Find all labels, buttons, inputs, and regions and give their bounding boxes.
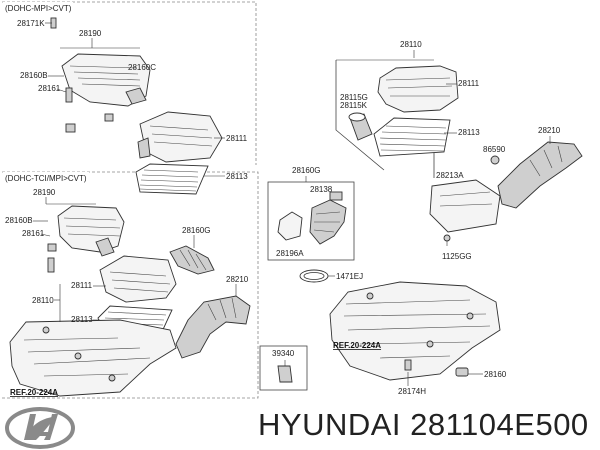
clip-28138 (329, 191, 343, 201)
filter-pleats-right (379, 125, 447, 152)
sensor-39340 (277, 365, 293, 383)
label-28161-top: 28161 (38, 84, 61, 93)
cover-ridge-mid (63, 217, 121, 237)
manifold-ribs-left (23, 337, 151, 377)
label-28115g: 28115G (340, 93, 368, 102)
label-28160b-mid: 28160B (5, 216, 33, 225)
label-39340: 39340 (272, 349, 295, 358)
sensor-28161-top (65, 87, 73, 103)
brand-part-number: HYUNDAI 281104E500 (258, 407, 589, 442)
pipe-28115-mouth (348, 112, 366, 122)
label-28160-right: 28160 (484, 370, 507, 379)
label-28174h: 28174H (398, 387, 426, 396)
label-28160c: 28160C (128, 63, 156, 72)
bolt-c-right (466, 312, 474, 320)
resonator-28213a (429, 179, 501, 233)
air-cleaner-cover-28190-mid (57, 205, 125, 253)
label-1471ej: 1471EJ (336, 272, 363, 281)
bolt-86590 (490, 155, 500, 165)
section-box-mid (2, 171, 259, 399)
hose-28160g-mid (169, 245, 215, 275)
label-1125gg: 1125GG (442, 252, 472, 261)
label-28110-right: 28110 (400, 40, 422, 49)
bolt-c-left (108, 374, 116, 382)
bolt-a-right (366, 292, 374, 300)
leader-28161-top (56, 88, 67, 93)
label-28115k: 28115K (340, 101, 368, 110)
air-cleaner-cover-28111-right (377, 65, 459, 113)
label-28160g-right: 28160G (292, 166, 320, 175)
label-28110-mid: 28110 (32, 296, 54, 305)
bolt-b-right (426, 340, 434, 348)
air-cleaner-body-28111-top (139, 111, 223, 163)
label-28213a: 28213A (436, 171, 464, 180)
body-ridge-mid (109, 271, 171, 293)
bolt-b-left (74, 352, 82, 360)
intake-duct-28210-mid (175, 295, 251, 359)
label-28210-mid: 28210 (226, 275, 249, 284)
intake-manifold-right (329, 281, 501, 381)
clip-28174h (404, 359, 412, 371)
duct-ribs-mid (207, 297, 237, 321)
label-28160b-top: 28160B (20, 71, 48, 80)
body-nozzle-top (137, 137, 151, 159)
section-box-top (2, 1, 257, 165)
ref-label-left: REF.20-224A (10, 388, 58, 397)
bolt-a-left (42, 326, 50, 334)
label-86590: 86590 (483, 145, 506, 154)
leader-28161-mid (40, 233, 51, 237)
grommet-28160-right (455, 367, 469, 377)
manifold-ribs-right (343, 299, 491, 359)
label-28210-right: 28210 (538, 126, 561, 135)
sensor-28161-mid (47, 257, 55, 273)
label-28160g-mid: 28160G (182, 226, 210, 235)
nozzle-mid (95, 237, 115, 257)
hose-ribs-mid (179, 249, 207, 271)
label-28111-top: 28111 (226, 134, 248, 143)
duct-28160c (125, 87, 147, 105)
label-28138: 28138 (310, 185, 333, 194)
intake-duct-28210-right (497, 141, 583, 209)
label-28190-mid: 28190 (33, 188, 56, 197)
cover-ridge-right (385, 77, 453, 97)
filter-pleats-top (139, 169, 199, 192)
label-28190-top: 28190 (79, 29, 102, 38)
label-28113-right: 28113 (458, 128, 480, 137)
section-label-mid-bg (3, 172, 89, 183)
bolt-1125gg (443, 234, 451, 242)
section-line-right (335, 60, 385, 171)
hose-ribs-right (313, 211, 341, 233)
label-28113-top: 28113 (226, 172, 248, 181)
intake-manifold-left (9, 319, 177, 397)
section-label-mid: (DOHC-TCI/MPI>CVT) (5, 174, 87, 183)
label-28161-mid: 28161 (22, 229, 45, 238)
cover-ridge-top (69, 65, 141, 87)
box-39340 (259, 345, 308, 391)
label-28111-right: 28111 (458, 79, 480, 88)
hyundai-logo (5, 407, 75, 449)
label-28113-mid: 28113 (71, 315, 93, 324)
ring-28196a (277, 211, 303, 241)
label-28111-mid: 28111 (71, 281, 93, 290)
ref-label-right: REF.20-224A (333, 341, 381, 350)
resonator-ribs (439, 191, 493, 207)
filter-pleats-mid (103, 311, 167, 331)
body-ridge-top (149, 125, 213, 147)
air-cleaner-body-28111-mid (99, 255, 177, 303)
label-28171k: 28171K (17, 19, 45, 28)
box-hose-group (267, 181, 355, 261)
grommet-b-top (104, 113, 114, 122)
label-28196a: 28196A (276, 249, 304, 258)
clamp-1471ej-inner (303, 272, 325, 280)
section-label-top-bg (3, 2, 73, 13)
section-label-top: (DOHC-MPI>CVT) (5, 4, 72, 13)
grommet-28160b-top (65, 123, 76, 133)
duct-ribs-right (529, 145, 563, 177)
grommet-28160b-mid (47, 243, 57, 252)
